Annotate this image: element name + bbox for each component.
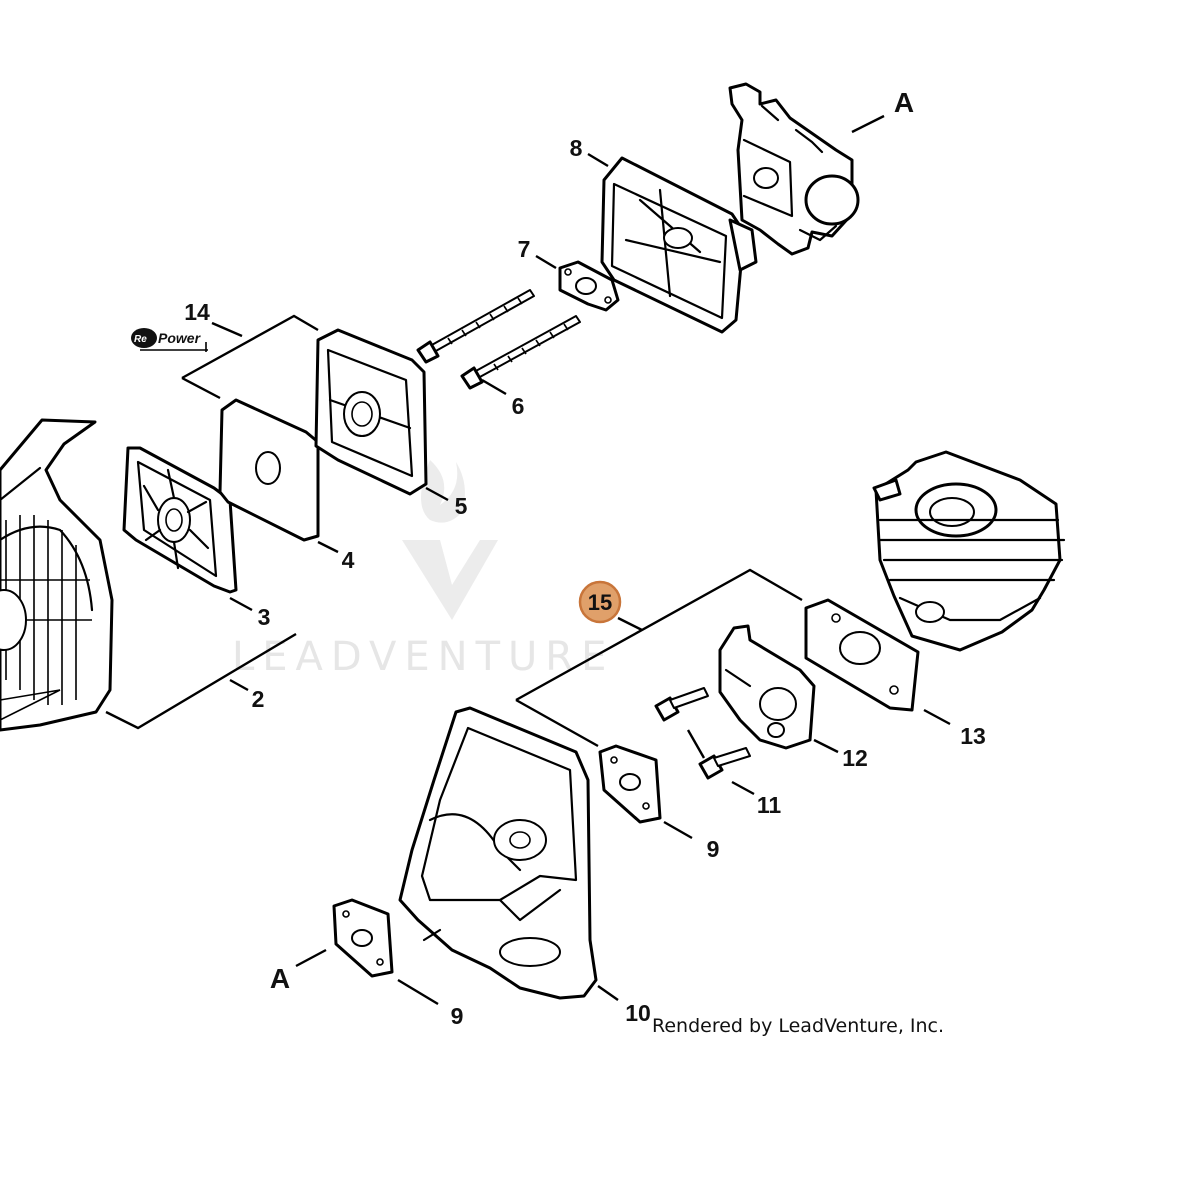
callout-7[interactable]: 7 (518, 236, 531, 262)
part-7-plate[interactable] (558, 260, 620, 312)
callout-9-lower[interactable]: 9 (451, 1003, 464, 1029)
carburetor (728, 82, 860, 256)
part-4-filter-pad[interactable] (218, 398, 320, 542)
part-5-air-filter[interactable] (314, 328, 428, 496)
callout-15: 15 (588, 590, 612, 615)
callout-13[interactable]: 13 (960, 723, 986, 749)
callout-8[interactable]: 8 (570, 135, 583, 161)
callout-labels: 2 3 4 5 6 7 8 9 9 10 11 12 13 14 (184, 135, 986, 1029)
reference-a-top: A (894, 87, 914, 118)
part-3-filter-cage[interactable] (122, 446, 238, 594)
callout-14[interactable]: 14 (184, 299, 210, 325)
part-2-shroud[interactable] (0, 418, 114, 732)
part-12-intake-adapter[interactable] (718, 624, 816, 750)
part-11-screws[interactable] (654, 687, 751, 780)
highlight-circle (578, 580, 622, 624)
repower-badge-icon (131, 328, 157, 348)
callout-15-highlight[interactable]: 15 (578, 580, 622, 624)
callout-11[interactable]: 11 (757, 792, 782, 818)
repower-logo: Re Power (131, 328, 208, 352)
part-6-bolts[interactable] (416, 289, 581, 390)
leader-lines (105, 114, 951, 1006)
part-9-upper-gasket[interactable] (598, 744, 662, 824)
watermark-text: LEADVENTURE (232, 634, 614, 680)
callout-6[interactable]: 6 (512, 393, 525, 419)
render-credit: Rendered by LeadVenture, Inc. (652, 1015, 944, 1037)
cylinder (872, 450, 1066, 652)
callout-12[interactable]: 12 (842, 745, 868, 771)
repower-text: Power (158, 330, 202, 346)
watermark: LEADVENTURE (232, 460, 614, 680)
part-13-gasket[interactable] (804, 598, 920, 712)
callout-10[interactable]: 10 (625, 1000, 651, 1026)
reference-a-bottom: A (270, 963, 290, 994)
callout-4[interactable]: 4 (342, 547, 355, 573)
callout-9-upper[interactable]: 9 (707, 836, 720, 862)
repower-badge-text: Re (134, 334, 147, 345)
part-10-air-box[interactable] (398, 706, 598, 1000)
part-8-filter-housing[interactable] (600, 156, 758, 334)
callout-2[interactable]: 2 (252, 686, 265, 712)
callout-3[interactable]: 3 (258, 604, 271, 630)
watermark-logo-icon (402, 460, 498, 620)
callout-5[interactable]: 5 (455, 493, 468, 519)
part-9-lower-gasket[interactable] (332, 898, 394, 978)
